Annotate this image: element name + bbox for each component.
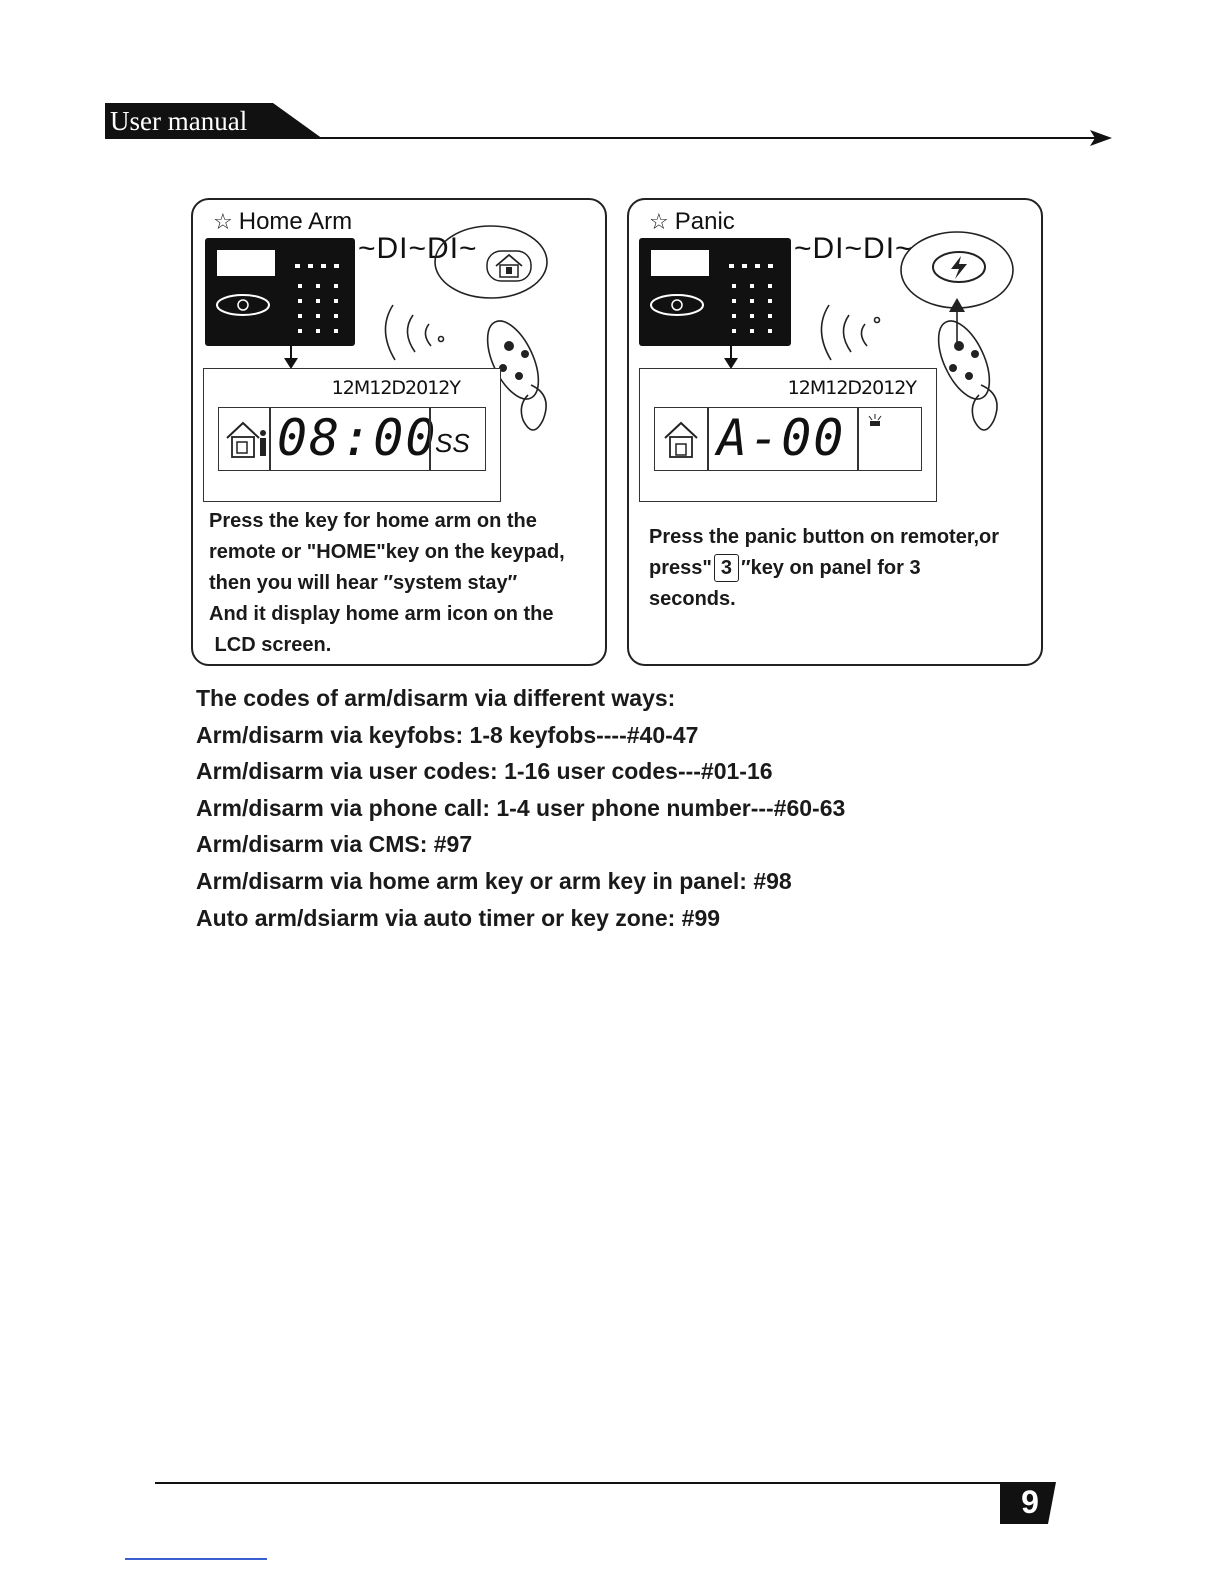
home-arm-status-icon [226,421,266,458]
lcd-suffix: SS [435,428,470,458]
description-line: Press the panic button on remoter,or [649,526,1000,548]
description-line: And it display home arm icon on the [209,603,554,625]
arrow-down-icon [724,346,738,369]
description-line: Press the key for home arm on the [209,510,537,532]
keypad-illustration [205,238,355,346]
page-number: 9 [1021,1484,1039,1520]
keypad-keys [650,264,773,333]
footer-rule [155,1482,1035,1484]
page-number-tab [1000,1482,1056,1524]
description-line: then you will hear ″system stay″ [209,572,518,594]
keypad-keys [216,264,339,333]
description-line: press"3″key on panel for 3 [649,553,1044,584]
home-arm-description: Press the key for home arm on the remote… [209,506,604,661]
keypad-illustration [639,238,791,346]
arm-disarm-codes: The codes of arm/disarm via different wa… [196,680,845,936]
panic-description: Press the panic button on remoter,or pre… [649,522,1044,615]
lcd-display: 12M12D2012Y 08:00 SS [203,368,501,502]
keypad-screen [651,250,709,276]
star-icon: ☆ [213,209,233,234]
home-lock-icon [486,250,532,282]
codes-heading: The codes of arm/disarm via different wa… [196,685,676,711]
beep-sound-text: ~DI~DI~ [794,232,914,265]
home-arm-heading: ☆Home Arm [213,208,352,236]
description-line: LCD screen. [209,634,332,656]
description-text: press" [649,557,712,579]
header-tab [105,103,323,139]
header-rule [105,137,1105,139]
description-line: remote or "HOME"key on the keypad, [209,541,565,563]
code-line: Arm/disarm via keyfobs: 1-8 keyfobs----#… [196,721,699,748]
lcd-alarm-code: A-00 [717,409,846,467]
beep-sound-text: ~DI~DI~ [358,232,478,265]
home-arm-title: Home Arm [238,208,353,235]
code-line: Auto arm/dsiarm via auto timer or key zo… [196,904,721,931]
code-line: Arm/disarm via CMS: #97 [196,831,473,858]
lcd-display: 12M12D2012Y A-00 [639,368,937,502]
key-3-icon: 3 [713,554,739,582]
lcd-date: 12M12D2012Y [331,377,461,399]
description-line: seconds. [649,588,736,610]
panic-panel: ☆Panic ~DI~DI~ [627,198,1043,666]
panic-title: Panic [674,208,735,235]
description-text: ″key on panel for 3 [740,557,921,579]
lcd-time: 08:00 [277,409,438,467]
remote-signal-illustration [384,225,548,431]
manual-title: User manual [110,106,248,136]
panic-lightning-icon [931,250,987,284]
home-arm-panel: ☆Home Arm ~DI~DI~ [191,198,607,666]
home-status-icon [664,421,698,458]
code-line: Arm/disarm via phone call: 1-4 user phon… [196,794,846,821]
panic-heading: ☆Panic [649,208,735,236]
arrow-down-icon [284,346,298,369]
arrow-right-icon [1090,130,1112,146]
lcd-inner-screen: A-00 [654,407,922,471]
star-icon: ☆ [649,209,669,234]
siren-icon [868,414,882,426]
remote-signal-illustration [820,231,1014,431]
lcd-inner-screen: 08:00 SS [218,407,486,471]
keypad-screen [217,250,275,276]
link-underline [125,1558,267,1560]
code-line: Arm/disarm via home arm key or arm key i… [196,867,792,894]
lcd-date: 12M12D2012Y [787,377,917,399]
code-line: Arm/disarm via user codes: 1-16 user cod… [196,758,773,785]
